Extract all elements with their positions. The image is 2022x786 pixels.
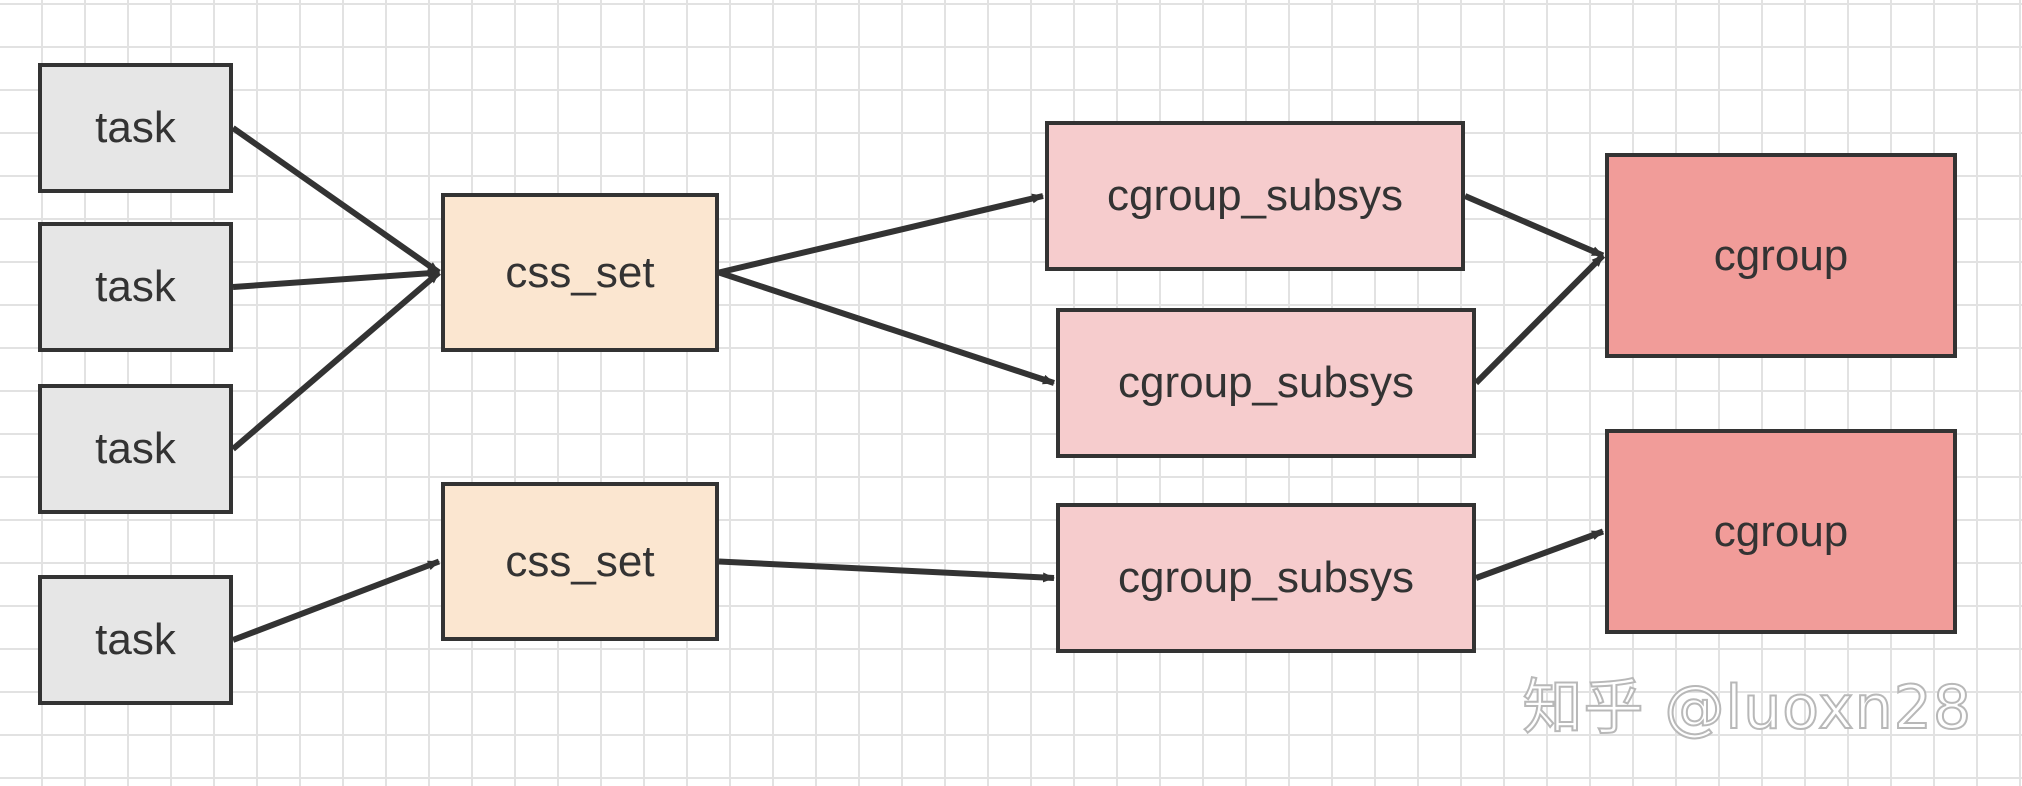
css-set-node-1: css_set — [441, 193, 719, 352]
edge-task_3-to-css_set_1 — [231, 270, 441, 452]
task-node-4: task — [38, 575, 233, 705]
css-set-node-2: css_set — [441, 482, 719, 641]
edge-cgroup_subsys_1-to-cgroup_1 — [1463, 193, 1605, 259]
watermark-text: 知乎 @luoxn28 — [1521, 672, 1972, 744]
cgroup-subsys-node-2: cgroup_subsys — [1056, 308, 1476, 458]
edge-cgroup_subsys_3-to-cgroup_2 — [1474, 528, 1605, 581]
edge-css_set_2-to-cgroup_subsys_3 — [718, 558, 1055, 583]
edge-css_set_1-to-cgroup_subsys_1 — [718, 193, 1044, 276]
cgroup-node-1: cgroup — [1605, 153, 1957, 358]
cgroup-subsys-node-1: cgroup_subsys — [1045, 121, 1465, 271]
task-node-3: task — [38, 384, 233, 514]
edge-task_2-to-css_set_1 — [232, 268, 440, 290]
edge-css_set_1-to-cgroup_subsys_2 — [718, 269, 1055, 386]
edge-cgroup_subsys_2-to-cgroup_1 — [1473, 253, 1606, 386]
edge-task_4-to-css_set_2 — [231, 558, 441, 643]
cgroup-subsys-node-3: cgroup_subsys — [1056, 503, 1476, 653]
cgroup-node-2: cgroup — [1605, 429, 1957, 634]
task-node-1: task — [38, 63, 233, 193]
task-node-2: task — [38, 222, 233, 352]
edge-task_1-to-css_set_1 — [231, 125, 441, 275]
